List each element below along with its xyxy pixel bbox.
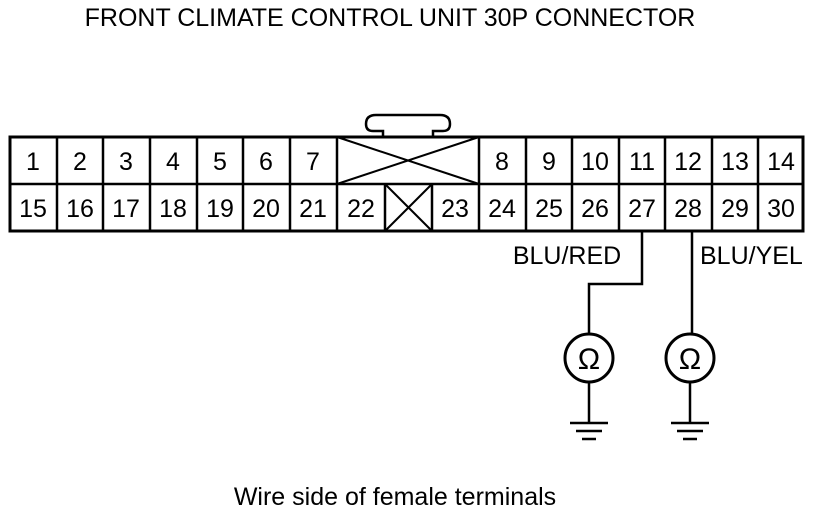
pin-label: 16	[66, 195, 94, 223]
pin-label: 21	[299, 195, 327, 223]
pin-label: 11	[629, 148, 655, 176]
pin-label: 19	[206, 195, 234, 223]
wire-color-label: BLU/YEL	[700, 242, 803, 270]
diagram-caption: Wire side of female terminals	[234, 483, 556, 511]
pin-label: 28	[674, 195, 702, 223]
pin-label: 8	[495, 148, 509, 176]
blank-cavity-bottom	[384, 183, 433, 232]
blank-cavity-top	[336, 136, 480, 185]
pin-label: 13	[721, 148, 749, 176]
pin-label: 2	[73, 148, 87, 176]
ohmmeter-icon: Ω	[664, 332, 716, 384]
pin-label: 24	[488, 195, 516, 223]
bottom-row-dividers	[55, 184, 760, 231]
ground-icon	[570, 421, 608, 441]
pin-label: 30	[767, 195, 795, 223]
diagram-title: FRONT CLIMATE CONTROL UNIT 30P CONNECTOR	[85, 4, 696, 32]
ohmmeter-symbol: Ω	[578, 343, 600, 376]
bottom-row-pins: 15 16 17 18 19 20 21 22 23 24 25 26 27 2…	[19, 195, 795, 223]
probe-lead-pin-28: BLU/YEL Ω	[664, 231, 803, 441]
pin-label: 17	[112, 195, 140, 223]
pin-label: 5	[213, 148, 227, 176]
connector-latch	[364, 113, 452, 137]
top-row-pins: 1 2 3 4 5 6 7 8 9 10 11 12 13 14	[26, 148, 795, 176]
pin-label: 18	[159, 195, 187, 223]
pin-label: 7	[306, 148, 320, 176]
ohmmeter-symbol: Ω	[679, 343, 701, 376]
pin-label: 12	[674, 148, 702, 176]
ground-icon	[671, 421, 709, 441]
pin-label: 29	[721, 195, 749, 223]
pin-label: 15	[19, 195, 47, 223]
pin-label: 14	[767, 148, 795, 176]
probe-lead-pin-27: BLU/RED Ω	[513, 231, 644, 441]
pin-label: 9	[542, 148, 556, 176]
wire-color-label: BLU/RED	[513, 242, 621, 270]
pin-label: 1	[26, 148, 40, 176]
pin-label: 3	[119, 148, 133, 176]
pin-label: 25	[535, 195, 563, 223]
pin-label: 6	[259, 148, 273, 176]
ohmmeter-icon: Ω	[563, 332, 615, 384]
pin-label: 10	[581, 148, 609, 176]
pin-label: 23	[441, 195, 469, 223]
top-row-dividers	[55, 137, 760, 184]
pin-label: 22	[347, 195, 375, 223]
pin-label: 26	[581, 195, 609, 223]
pin-label: 20	[252, 195, 280, 223]
pin-label: 27	[628, 195, 656, 223]
pin-label: 4	[166, 148, 180, 176]
